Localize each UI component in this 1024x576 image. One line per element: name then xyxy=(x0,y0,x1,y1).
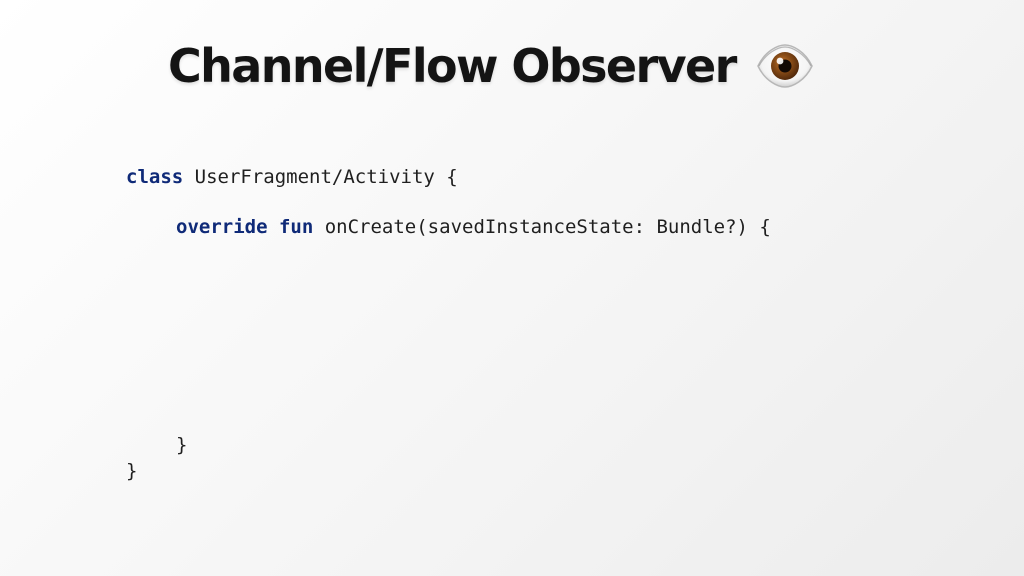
code-function-signature: onCreate(savedInstanceState: Bundle?) { xyxy=(313,216,771,238)
code-keyword-fun: fun xyxy=(278,216,314,238)
code-line-closing-brace-class: } xyxy=(126,460,138,482)
eye-icon xyxy=(754,43,816,89)
title-row: Channel/Flow Observer xyxy=(168,28,816,104)
code-line-closing-brace-method: } xyxy=(176,434,188,456)
code-keyword-override: override xyxy=(176,216,268,238)
code-class-name: UserFragment/Activity { xyxy=(183,166,458,188)
code-keyword-class: class xyxy=(126,166,184,188)
code-line-oncreate-declaration: override fun onCreate(savedInstanceState… xyxy=(176,218,771,237)
code-line-class-declaration: class UserFragment/Activity { xyxy=(126,168,458,187)
slide-title: Channel/Flow Observer xyxy=(168,39,737,93)
